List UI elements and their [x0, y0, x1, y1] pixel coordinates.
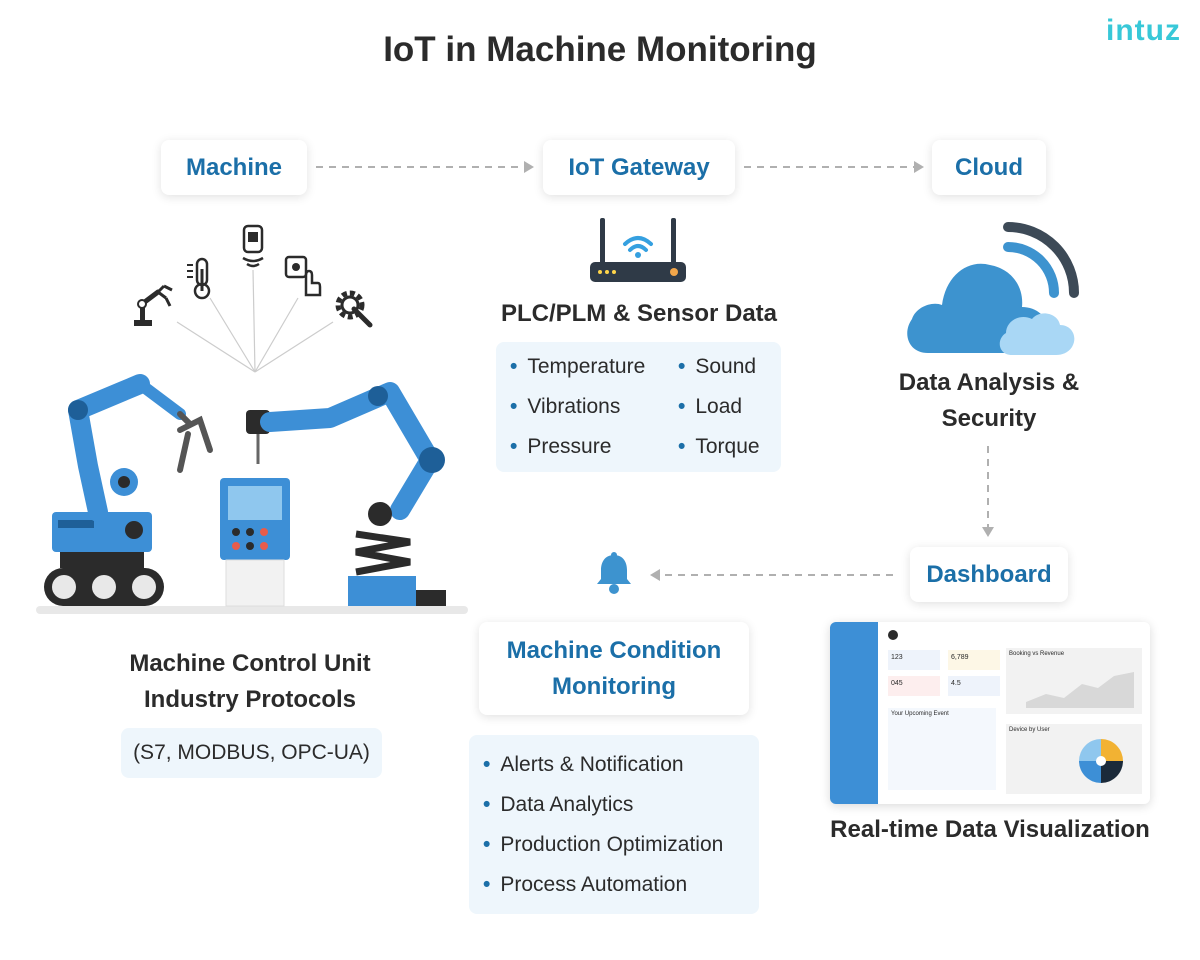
robot-arm-icon [134, 284, 173, 326]
sensor-item: Load [678, 395, 742, 419]
sensor-item: Pressure [510, 435, 611, 459]
machine-condition-node: Machine Condition Monitoring [479, 622, 749, 715]
gateway-heading: PLC/PLM & Sensor Data [500, 300, 778, 327]
dashboard-sidebar [830, 622, 878, 804]
device-chart-card: Device by User [1006, 724, 1142, 794]
revenue-chart-line [1026, 672, 1134, 708]
router-icon [590, 218, 686, 282]
events-card: Your Upcoming Event [888, 708, 996, 790]
device-pie [1079, 739, 1123, 783]
machine-heading: Machine Control Unit Industry Protocols [80, 646, 420, 718]
machine-heading-line2: Industry Protocols [143, 686, 357, 713]
cloud-heading-line1: Data Analysis & [898, 369, 1080, 396]
cloud-heading: Data Analysis & Security [880, 365, 1098, 437]
cloud-icon [907, 222, 1079, 355]
brand-logo: intuz [1106, 14, 1181, 47]
stat-card: 045 [888, 676, 940, 696]
dashboard-avatar [888, 630, 898, 640]
protocols-badge: (S7, MODBUS, OPC-UA) [121, 728, 382, 778]
revenue-chart-card: Booking vs Revenue [1006, 648, 1142, 714]
stat-value: 045 [891, 680, 903, 687]
stat-card: 4.5 [948, 676, 1000, 696]
stat-value: 123 [891, 654, 903, 661]
dashboard-mockup: 123 6,789 045 4.5 Your Upcoming Event Bo… [830, 622, 1150, 804]
machine-heading-line1: Machine Control Unit [129, 650, 371, 677]
machine-node: Machine [161, 140, 307, 195]
dashboard-caption: Real-time Data Visualization [830, 816, 1150, 843]
sensor-item: Torque [678, 435, 759, 459]
iot-gateway-node: IoT Gateway [543, 140, 735, 195]
device-chart-title: Device by User [1009, 727, 1050, 733]
cloud-heading-line2: Security [941, 405, 1037, 432]
stat-value: 4.5 [951, 680, 961, 687]
events-title: Your Upcoming Event [891, 711, 949, 717]
stat-card: 6,789 [948, 650, 1000, 670]
condition-item: Process Automation [483, 873, 687, 897]
gear-wrench-icon [335, 290, 373, 328]
sensor-data-panel: Temperature Vibrations Pressure Sound Lo… [496, 342, 781, 472]
page-title: IoT in Machine Monitoring [383, 30, 817, 69]
machine-condition-line2: Monitoring [552, 672, 676, 700]
thermometer-icon [187, 257, 211, 300]
stat-value: 6,789 [951, 654, 969, 661]
revenue-chart-title: Booking vs Revenue [1009, 651, 1065, 657]
dashboard-node: Dashboard [910, 547, 1068, 602]
condition-item: Production Optimization [483, 833, 723, 857]
cloud-node: Cloud [932, 140, 1046, 195]
sensor-item: Vibrations [510, 395, 620, 419]
sensor-item: Sound [678, 355, 756, 379]
touch-sensor-icon [284, 255, 322, 297]
machine-illustration [36, 374, 468, 614]
sensor-item: Temperature [510, 355, 645, 379]
condition-item: Alerts & Notification [483, 753, 683, 777]
proximity-sensor-icon [242, 224, 264, 268]
bell-icon [597, 552, 631, 594]
machine-condition-line1: Machine Condition [506, 636, 722, 664]
condition-item: Data Analytics [483, 793, 633, 817]
condition-panel: Alerts & Notification Data Analytics Pro… [469, 735, 759, 914]
stat-card: 123 [888, 650, 940, 670]
